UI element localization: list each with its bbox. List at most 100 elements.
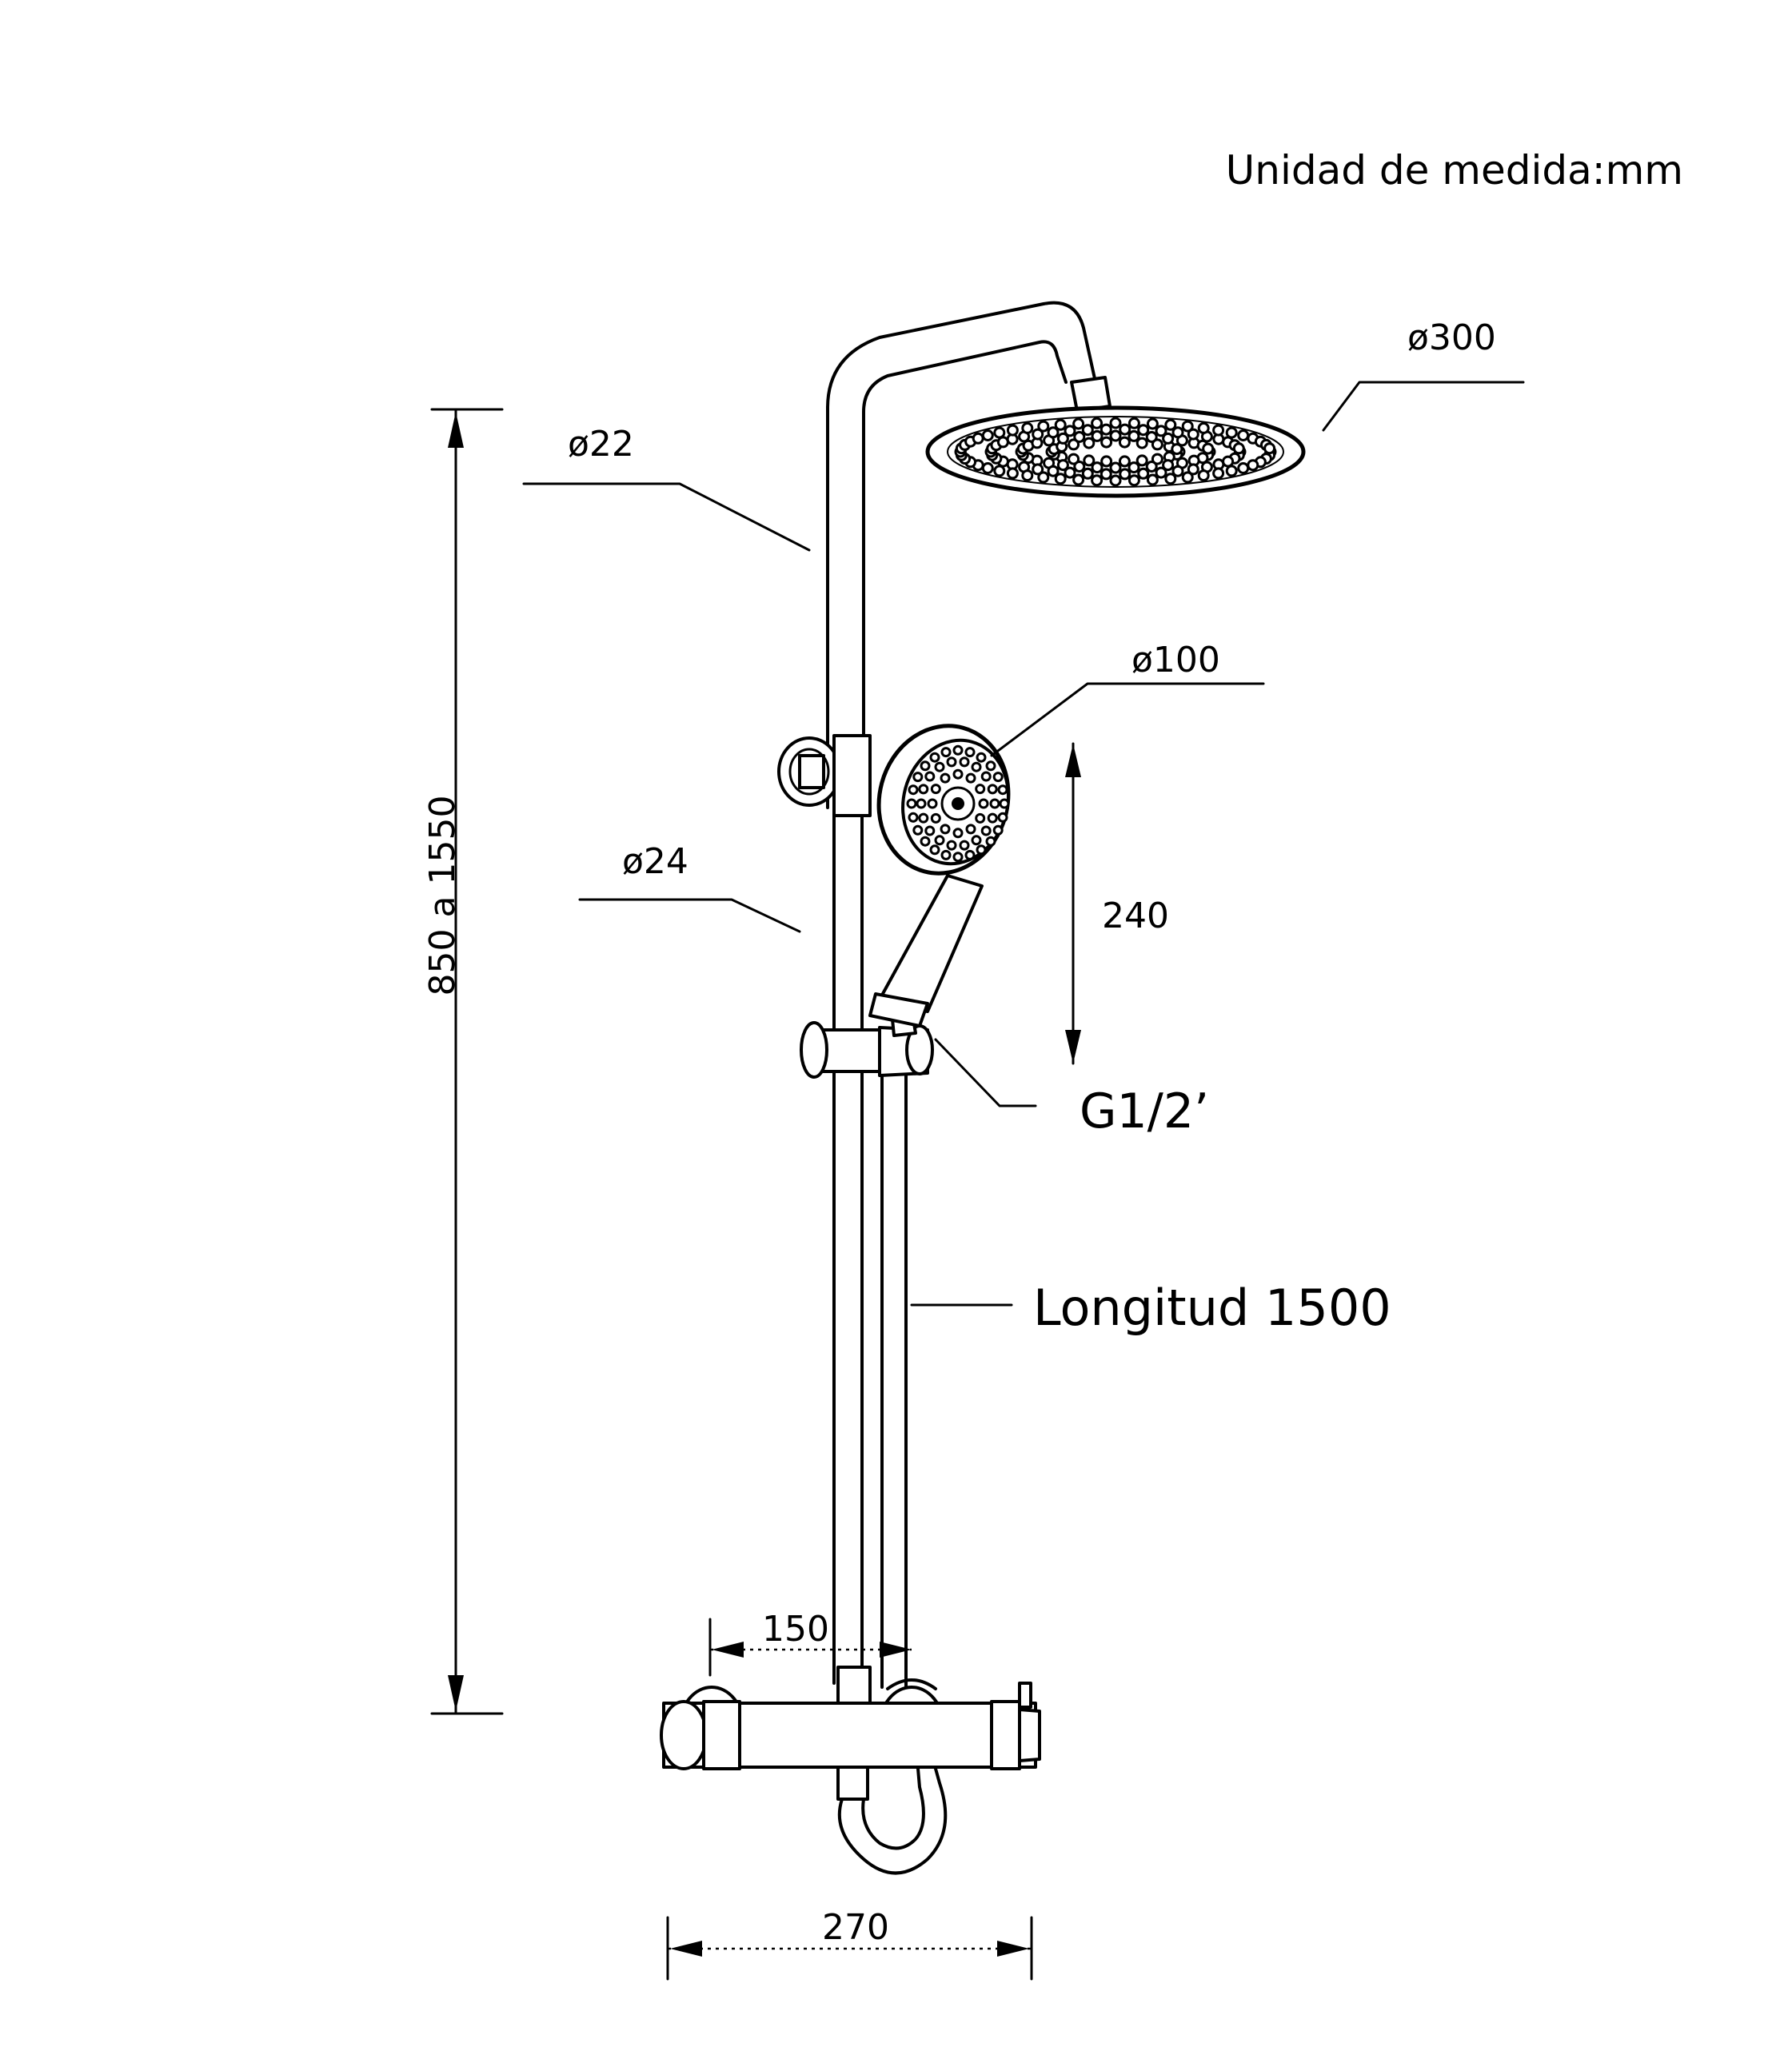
rain-nozzle xyxy=(1171,426,1184,439)
hand-nozzle xyxy=(992,824,1004,836)
leader-d100 xyxy=(990,682,1265,757)
hand-nozzle xyxy=(965,824,976,835)
hand-shower-dimension xyxy=(1065,742,1081,1065)
hand-shower-nozzles xyxy=(906,744,1010,863)
hand-nozzle xyxy=(930,784,941,795)
label-hose-length: Longitud 1500 xyxy=(1033,1279,1391,1337)
upper-riser-pipe xyxy=(826,301,1097,741)
rain-nozzle xyxy=(1164,473,1177,485)
rain-nozzle xyxy=(993,465,1006,477)
rain-nozzle xyxy=(1100,423,1112,436)
rain-nozzle xyxy=(1171,465,1184,477)
hand-nozzle xyxy=(940,824,951,835)
rain-nozzle xyxy=(1083,454,1096,467)
rain-nozzle xyxy=(1137,467,1150,480)
rain-nozzle xyxy=(1100,455,1113,468)
hand-nozzle xyxy=(952,852,964,863)
rain-nozzle xyxy=(1100,436,1113,449)
hand-nozzle xyxy=(976,844,987,856)
units-note: Unidad de medida:mm xyxy=(1226,147,1683,194)
hand-nozzle xyxy=(964,849,976,860)
hand-nozzle xyxy=(952,768,964,780)
leader-d22 xyxy=(522,482,811,552)
rain-nozzle xyxy=(1162,459,1175,472)
hand-nozzle xyxy=(952,828,964,839)
hand-nozzle xyxy=(920,760,931,772)
rain-nozzle xyxy=(1127,461,1140,474)
rain-nozzle xyxy=(1222,455,1235,468)
rain-nozzle xyxy=(1032,428,1044,441)
lower-riser-pipe xyxy=(832,814,864,1685)
rain-nozzle xyxy=(1032,463,1044,476)
label-thread: G1/2’ xyxy=(1080,1083,1209,1139)
rain-nozzle xyxy=(1068,453,1080,465)
rain-nozzle xyxy=(1081,467,1094,480)
rain-nozzle xyxy=(1212,467,1225,480)
rain-nozzle xyxy=(1197,469,1210,482)
hand-nozzle xyxy=(946,756,957,768)
leader-thread xyxy=(934,1038,1037,1107)
leader-d24 xyxy=(578,898,801,933)
hand-shower-head xyxy=(876,724,1011,876)
hand-nozzle xyxy=(999,798,1010,809)
hand-nozzle xyxy=(940,772,951,784)
hand-nozzle xyxy=(920,836,931,847)
rain-nozzle xyxy=(1151,438,1163,451)
hand-nozzle xyxy=(985,836,996,847)
rain-nozzle xyxy=(1135,437,1148,449)
rain-head-nozzles xyxy=(954,417,1277,487)
rain-nozzle xyxy=(1225,465,1238,477)
label-height: 850 a 1550 xyxy=(422,796,463,996)
hand-nozzle xyxy=(918,812,929,824)
hand-shower-slider xyxy=(800,1008,934,1079)
hand-nozzle xyxy=(959,756,970,768)
rain-nozzle xyxy=(1109,429,1122,442)
rain-nozzle xyxy=(1109,461,1122,474)
hand-nozzle xyxy=(952,744,964,756)
label-d22: ø22 xyxy=(568,424,634,465)
label-150: 150 xyxy=(762,1609,829,1650)
rain-nozzle xyxy=(1146,417,1159,430)
rain-nozzle xyxy=(1237,462,1250,474)
rain-nozzle xyxy=(1072,417,1085,430)
hand-nozzle xyxy=(980,825,992,836)
rain-nozzle xyxy=(1162,432,1175,445)
hand-nozzle xyxy=(924,771,936,782)
label-d24: ø24 xyxy=(622,841,688,882)
rain-nozzle xyxy=(1197,421,1210,434)
hand-nozzle xyxy=(908,784,919,796)
hand-nozzle xyxy=(934,761,945,772)
hand-nozzle xyxy=(912,772,924,783)
rain-nozzle xyxy=(1081,424,1094,437)
rain-nozzle xyxy=(993,426,1006,439)
thermostatic-mixer xyxy=(660,1666,1041,1875)
rain-nozzle xyxy=(1056,459,1069,472)
rain-nozzle xyxy=(1047,426,1060,439)
rain-nozzle xyxy=(1119,423,1131,436)
rain-nozzle xyxy=(1164,418,1177,431)
hand-nozzle xyxy=(908,812,919,823)
label-d300: ø300 xyxy=(1407,317,1496,358)
hand-nozzle xyxy=(964,747,976,758)
rain-nozzle xyxy=(1151,453,1163,465)
rain-nozzle xyxy=(1155,466,1167,479)
rain-nozzle xyxy=(1263,442,1276,455)
rain-nozzle xyxy=(1006,467,1019,480)
hand-nozzle xyxy=(912,824,924,836)
hand-nozzle xyxy=(997,812,1008,823)
flexible-hose xyxy=(880,1074,908,1689)
rain-nozzle xyxy=(1068,438,1080,451)
rain-nozzle xyxy=(1054,473,1067,485)
hand-nozzle xyxy=(906,798,917,809)
rain-nozzle xyxy=(1100,468,1112,481)
rain-nozzle xyxy=(1054,418,1067,431)
rain-nozzle xyxy=(1247,459,1259,472)
rain-shower-head xyxy=(925,405,1306,498)
hand-shower-handle xyxy=(878,874,984,1013)
rain-nozzle xyxy=(1171,443,1183,456)
rain-nozzle xyxy=(1109,417,1122,429)
width-dimension xyxy=(666,1916,1033,1981)
rain-nozzle xyxy=(1187,428,1199,441)
hand-nozzle xyxy=(992,772,1004,783)
